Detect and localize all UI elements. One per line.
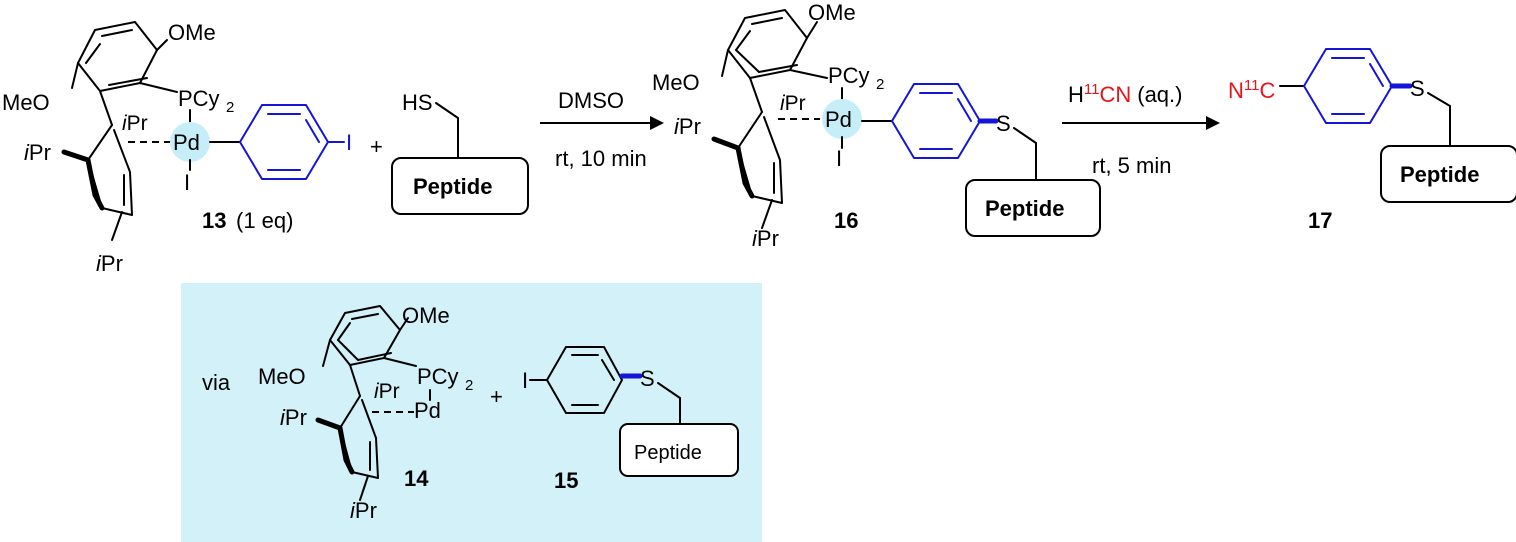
svg-text:iPr: iPr — [674, 114, 701, 139]
svg-text:MeO: MeO — [258, 364, 306, 389]
intermediate-panel — [181, 283, 762, 542]
svg-text:Peptide: Peptide — [634, 442, 702, 464]
svg-text:OMe: OMe — [402, 303, 450, 328]
svg-text:DMSO: DMSO — [558, 88, 624, 113]
svg-text:iPr: iPr — [122, 112, 148, 135]
svg-text:I: I — [836, 146, 842, 171]
svg-text:(1 eq): (1 eq) — [236, 208, 293, 233]
svg-text:Peptide: Peptide — [1400, 162, 1479, 187]
svg-text:+: + — [490, 384, 503, 409]
compound-16-label: 16 — [834, 208, 858, 233]
svg-text:iPr: iPr — [350, 498, 377, 523]
svg-text:OMe: OMe — [808, 0, 856, 25]
pd-halo — [170, 122, 210, 162]
svg-text:iPr: iPr — [96, 251, 123, 276]
svg-text:N11C: N11C — [1228, 77, 1275, 103]
compound-17: N11C S Peptide 17 — [1228, 48, 1516, 233]
svg-text:iPr: iPr — [752, 226, 779, 251]
meo-label: MeO — [2, 90, 50, 115]
compound-13: OMe MeO PCy 2 iPr iPr iPr Pd I I 13 (1 e… — [2, 20, 352, 276]
svg-text:iPr: iPr — [780, 92, 806, 115]
svg-text:Pd: Pd — [414, 398, 441, 423]
compound-16: OMe MeO PCy 2 iPr iPr iPr Pd I S Peptide… — [652, 0, 1101, 251]
svg-text:S: S — [640, 366, 655, 391]
svg-text:I: I — [346, 130, 352, 155]
ome-label: OMe — [168, 20, 216, 45]
plus-sign: + — [370, 134, 383, 159]
compound-13-label: 13 — [202, 208, 226, 233]
peptide-label: Peptide — [413, 174, 492, 199]
intermediates: via OMe MeO PCy 2 iPr iPr iPr Pd 14 + I … — [202, 303, 739, 523]
reaction-arrow-2: H11CN(aq.) rt, 5 min — [1062, 81, 1220, 178]
peptide-thiol: HS Peptide — [391, 90, 529, 215]
svg-text:rt, 5 min: rt, 5 min — [1092, 153, 1171, 178]
pd-label: Pd — [173, 130, 200, 155]
svg-text:iPr: iPr — [24, 140, 51, 165]
svg-text:iPr: iPr — [374, 380, 400, 403]
compound-17-label: 17 — [1308, 208, 1332, 233]
svg-text:S: S — [996, 111, 1011, 136]
svg-text:S: S — [1410, 76, 1425, 101]
svg-text:2: 2 — [876, 76, 884, 93]
svg-text:H11CN(aq.): H11CN(aq.) — [1068, 81, 1183, 107]
svg-text:PCy: PCy — [417, 364, 459, 389]
svg-text:2: 2 — [226, 99, 234, 116]
svg-text:rt, 10 min: rt, 10 min — [555, 146, 647, 171]
reaction-arrow-1: DMSO rt, 10 min — [540, 88, 664, 171]
svg-text:MeO: MeO — [652, 70, 700, 95]
svg-text:PCy: PCy — [828, 63, 870, 88]
svg-text:2: 2 — [465, 377, 473, 394]
via-label: via — [202, 370, 231, 395]
svg-text:Peptide: Peptide — [985, 196, 1064, 221]
compound-15-label: 15 — [554, 468, 578, 493]
svg-text:Pd: Pd — [825, 107, 852, 132]
pcy-label: PCy — [178, 86, 220, 111]
svg-text:HS: HS — [402, 90, 433, 115]
svg-text:I: I — [184, 170, 190, 195]
compound-14-label: 14 — [404, 466, 429, 491]
svg-text:I: I — [522, 368, 528, 393]
svg-text:iPr: iPr — [280, 405, 307, 430]
